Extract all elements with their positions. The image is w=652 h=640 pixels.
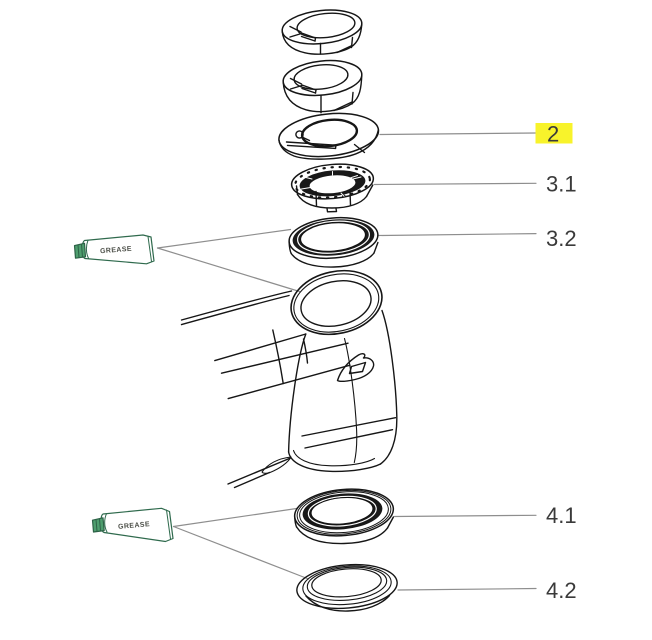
part-spacer-clamp-1 (281, 9, 363, 55)
part-2-compression-ring (278, 112, 380, 160)
grease-cap-1 (73, 242, 87, 259)
leader-lines (156, 132, 537, 591)
grease-tube-lower: GREASE (91, 507, 174, 543)
grease-line-1b (156, 247, 301, 293)
leader-line-4-1 (393, 514, 537, 518)
grease-line-2b (172, 525, 310, 580)
leader-line-3-1 (373, 182, 537, 186)
callout-2[interactable]: 2 (547, 122, 559, 147)
part-3-2-seal-ring (288, 216, 379, 268)
callout-2-highlight (535, 123, 573, 144)
grease-tube-upper: GREASE (73, 234, 155, 265)
leader-line-4-2 (397, 587, 537, 591)
grease-label-2: GREASE (118, 521, 150, 531)
leader-line-2 (379, 132, 537, 136)
cable-guide (336, 353, 375, 383)
callouts: 2 3.1 3.2 4.1 4.2 (535, 122, 577, 603)
callout-4-1[interactable]: 4.1 (546, 503, 577, 528)
grease-line-2a (172, 507, 298, 528)
grease-cap-2 (91, 517, 105, 533)
leader-line-3-2 (377, 233, 537, 237)
part-4-1-bearing-cup (293, 488, 395, 545)
callout-3-1[interactable]: 3.1 (546, 172, 577, 197)
callout-3-2[interactable]: 3.2 (546, 226, 577, 251)
part-spacer-clamp-2 (282, 59, 363, 114)
grease-label-1: GREASE (100, 246, 132, 255)
grease-line-1a (156, 228, 292, 249)
part-4-2-crown-race (296, 563, 398, 612)
callout-4-2[interactable]: 4.2 (546, 578, 577, 603)
frame-head-tube (180, 269, 398, 489)
part-3-1-bearing (290, 163, 375, 213)
